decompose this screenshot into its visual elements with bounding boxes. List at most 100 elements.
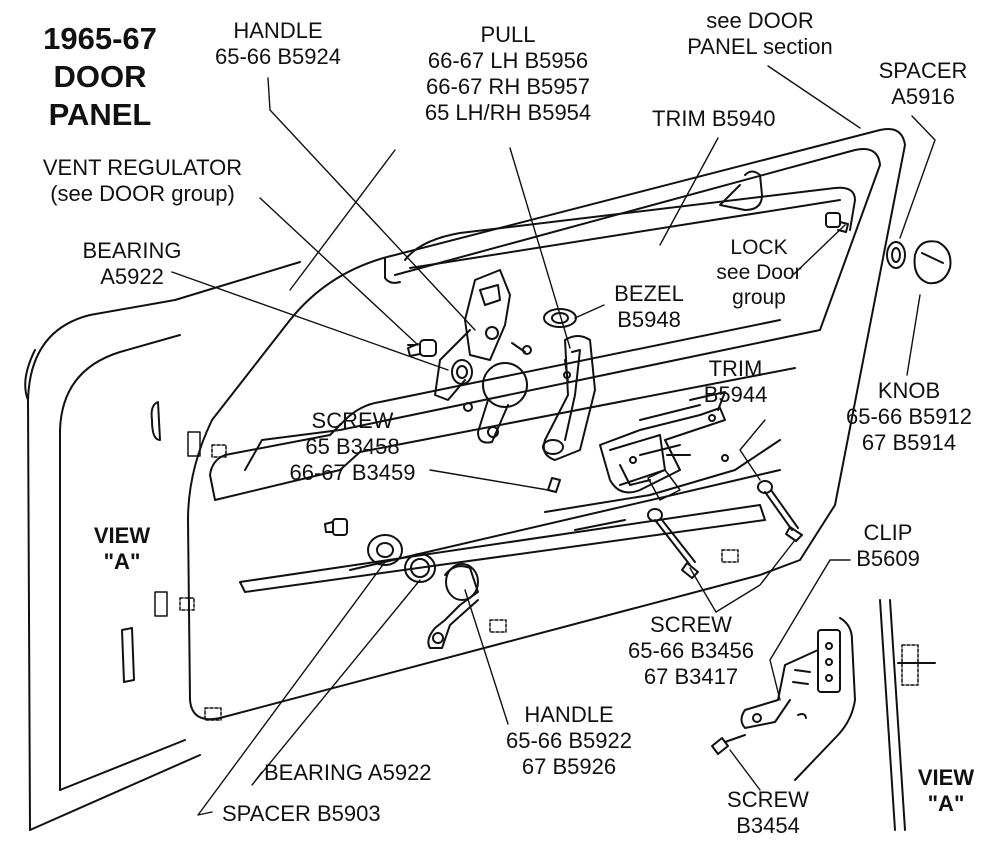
label-screw-clip: SCREW B3454: [712, 787, 824, 839]
label-door-panel-ref: see DOOR PANEL section: [665, 8, 855, 60]
pull-part-3: 65 LH/RH B5954: [424, 99, 592, 125]
screw-clip-part: B3454: [736, 812, 800, 838]
title-line-3: PANEL: [48, 96, 152, 132]
leader-bezel: [574, 304, 605, 319]
handle-bottom-part-2: 67 B5926: [521, 753, 617, 779]
screw-lower-part-2: 67 B3417: [643, 663, 739, 689]
title-line-1: 1965-67: [43, 21, 157, 56]
label-lock: LOCK see Door group: [700, 236, 818, 310]
view-a-right-line-1: VIEW: [917, 765, 975, 790]
leader-lines: [171, 65, 936, 816]
screw-lower-name: SCREW: [650, 612, 732, 637]
label-handle-top: HANDLE 65-66 B5924: [188, 18, 368, 70]
pull-part-2: 66-67 RH B5957: [426, 73, 590, 99]
leader-knob: [906, 294, 921, 376]
trim-mid-part: B5944: [703, 381, 768, 407]
screw-mid-part-2: 66-67 B3459: [289, 459, 416, 485]
screw-mid-part-1: 65 B3458: [305, 433, 400, 459]
pull-handle-part: [542, 335, 596, 461]
lower-screws-part: [647, 480, 803, 579]
trim-bracket-part: [599, 391, 729, 501]
lock-name: LOCK: [730, 236, 788, 259]
leader-bearing-top: [171, 271, 449, 371]
leader-handle-bottom: [464, 589, 509, 725]
spacer-bottom-text: SPACER B5903: [222, 801, 381, 826]
screw-clip-name: SCREW: [727, 787, 809, 812]
diagram-title: 1965-67 DOOR PANEL: [30, 20, 170, 133]
view-a-inset: [711, 599, 936, 831]
knob-part-2: 67 B5914: [861, 429, 957, 455]
leader-vent-regulator: [259, 197, 419, 346]
screw-mid-part: [463, 402, 561, 493]
bearing-top-name: BEARING: [82, 238, 182, 263]
label-clip: CLIP B5609: [838, 520, 938, 572]
leader-screw-lower-b: [715, 539, 796, 613]
vent-regulator-ref: (see DOOR group): [50, 180, 235, 206]
regulator-knob-part: [477, 362, 528, 444]
label-pull: PULL 66-67 LH B5956 66-67 RH B5957 65 LH…: [398, 22, 618, 126]
leader-door-panel: [767, 65, 861, 129]
label-bearing-top: BEARING A5922: [62, 238, 202, 290]
leader-trim-mid: [739, 419, 766, 481]
handle-bottom-name: HANDLE: [524, 702, 614, 727]
leader-screw-lower-a: [689, 567, 717, 613]
vent-regulator-name: VENT REGULATOR: [42, 155, 243, 180]
label-bezel: BEZEL B5948: [600, 281, 698, 333]
leader-lock: [793, 224, 846, 275]
view-a-left-line-2: "A": [103, 548, 141, 574]
bearing-upper-part: [407, 339, 473, 385]
door-panel-ref-line-1: see DOOR: [706, 8, 814, 33]
spacer-top-name: SPACER: [878, 58, 968, 83]
label-view-a-right: VIEW "A": [905, 765, 987, 817]
leader-spacer-bottom: [197, 561, 386, 816]
handle-top-part: 65-66 B5924: [215, 43, 341, 69]
label-bearing-bottom: BEARING A5922: [264, 760, 432, 786]
label-view-a-left: VIEW "A": [82, 523, 162, 575]
pull-part-1: 66-67 LH B5956: [427, 47, 589, 73]
leader-screw-mid: [429, 469, 549, 491]
label-trim-mid: TRIM B5944: [688, 356, 783, 408]
title-line-2: DOOR: [53, 58, 147, 94]
door-panel-ref-line-2: PANEL section: [687, 33, 833, 59]
leader-bearing-bottom: [251, 579, 421, 786]
trim-mid-name: TRIM: [708, 356, 763, 381]
trim-top-text: TRIM B5940: [652, 106, 776, 131]
leader-screw-clip: [729, 749, 761, 791]
label-spacer-bottom: SPACER B5903: [222, 801, 381, 827]
door-outer-shell: [24, 261, 301, 831]
label-vent-regulator: VENT REGULATOR (see DOOR group): [5, 155, 280, 207]
label-handle-bottom: HANDLE 65-66 B5922 67 B5926: [480, 702, 658, 780]
spacer-knob-part: [825, 212, 952, 285]
knob-name: KNOB: [877, 378, 941, 403]
lock-ref-2: group: [732, 285, 786, 309]
clip-part: B5609: [856, 545, 920, 571]
view-a-right-line-2: "A": [927, 790, 965, 816]
leader-vent-line: [289, 149, 396, 291]
leader-clip: [769, 559, 851, 701]
leader-pull: [509, 147, 571, 349]
pull-name: PULL: [480, 22, 536, 47]
knob-part-1: 65-66 B5912: [846, 403, 972, 429]
bearing-top-part: A5922: [100, 263, 164, 289]
label-spacer-top: SPACER A5916: [862, 58, 984, 110]
bearing-bottom-text: BEARING A5922: [264, 760, 432, 785]
bezel-name: BEZEL: [614, 281, 684, 306]
label-knob: KNOB 65-66 B5912 67 B5914: [826, 378, 992, 456]
leader-spacer-top: [899, 115, 936, 239]
handle-bottom-part-1: 65-66 B5922: [506, 727, 632, 753]
label-screw-lower: SCREW 65-66 B3456 67 B3417: [606, 612, 776, 690]
leader-handle-top: [267, 77, 476, 331]
clip-name: CLIP: [863, 520, 913, 545]
leader-trim-top: [659, 137, 719, 246]
lock-ref-1: see Door: [716, 260, 802, 284]
screw-mid-name: SCREW: [311, 408, 394, 433]
bezel-part: [543, 308, 577, 328]
label-trim-top: TRIM B5940: [652, 106, 776, 132]
screw-lower-part-1: 65-66 B3456: [628, 637, 754, 663]
vent-handle-part: [434, 269, 532, 401]
view-a-left-line-1: VIEW: [93, 523, 151, 548]
label-screw-mid: SCREW 65 B3458 66-67 B3459: [270, 408, 435, 486]
spacer-top-part: A5916: [891, 83, 955, 109]
